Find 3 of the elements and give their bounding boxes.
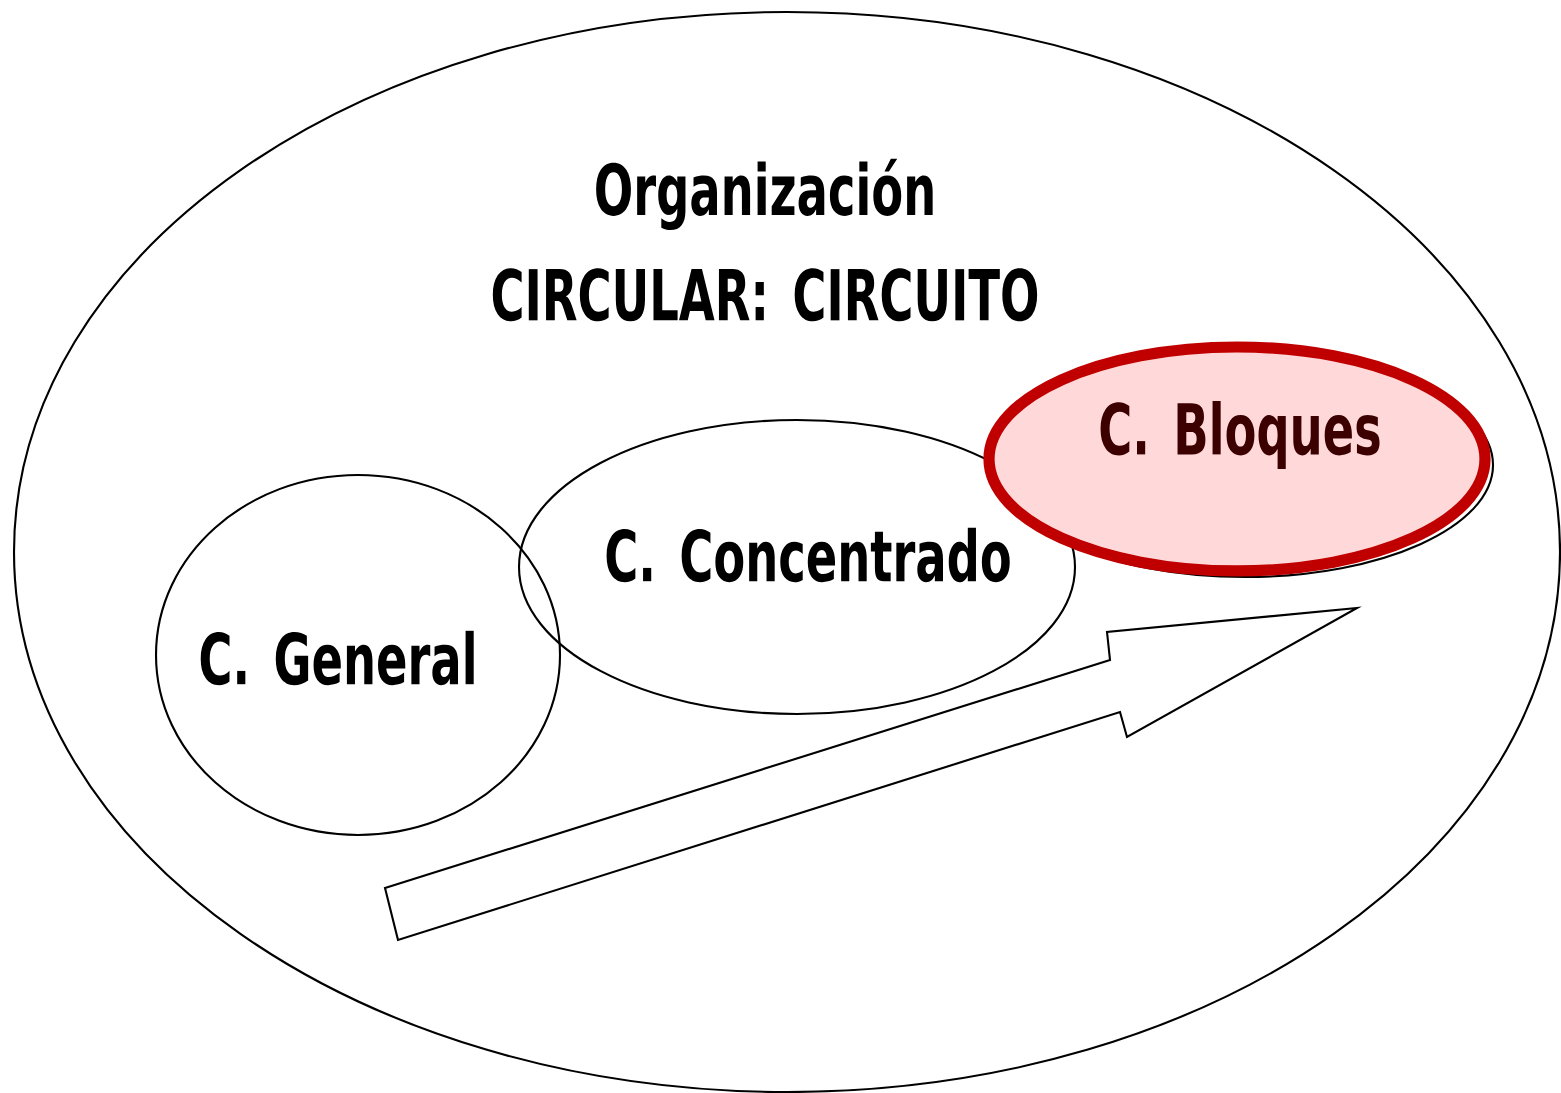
heading: Organización CIRCULAR: CIRCUITO: [492, 158, 1038, 322]
ellipse-label: C. General: [200, 630, 474, 686]
ellipse-label: C. Concentrado: [606, 527, 1010, 583]
